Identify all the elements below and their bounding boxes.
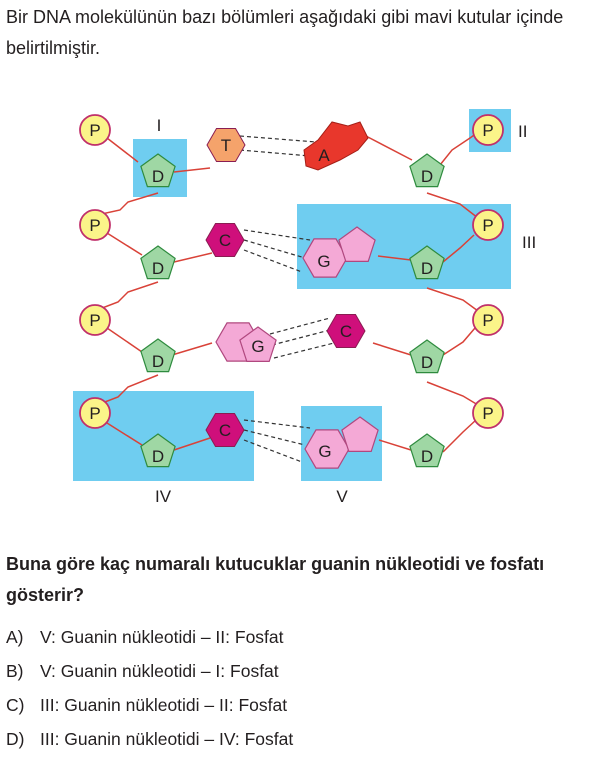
guanine-ring-6 (304, 429, 350, 469)
hydrogen-bonds (239, 135, 335, 463)
cytosine-hexagon-label: C (219, 231, 231, 250)
box-labels: I II III IV V (155, 116, 536, 506)
phosphate-circle (79, 209, 111, 241)
box-label-V: V (336, 487, 348, 506)
option-d[interactable]: D) III: Guanin nükleotidi – IV: Fosfat (6, 729, 293, 763)
phosphate-circle (472, 209, 504, 241)
deoxyribose-label: D (152, 352, 164, 371)
phosphate-label: P (89, 311, 100, 330)
option-text: V: Guanin nükleotidi – I: Fosfat (40, 661, 279, 681)
cytosine-hexagon-label: C (340, 322, 352, 341)
deoxyribose-label: D (152, 259, 164, 278)
guanine-label: G (251, 337, 264, 356)
adenine-label: A (318, 146, 330, 165)
option-key: A) (6, 627, 24, 647)
deoxyribose-pentagon (409, 153, 445, 188)
deoxyribose-pentagon (140, 433, 176, 468)
option-text: III: Guanin nükleotidi – IV: Fosfat (40, 729, 294, 749)
deoxyribose-label: D (152, 447, 164, 466)
option-b[interactable]: B) V: Guanin nükleotidi – I: Fosfat (6, 661, 293, 695)
option-text: III: Guanin nükleotidi – II: Fosfat (40, 695, 288, 715)
backbone-lines (96, 132, 479, 453)
phosphate-label: P (89, 216, 100, 235)
guanine-ring-5 (239, 326, 277, 362)
phosphate-label: P (482, 311, 493, 330)
phosphate-circle (472, 304, 504, 336)
box-label-II: II (518, 122, 527, 141)
guanine-ring-6 (302, 238, 348, 278)
deoxyribose-pentagon (409, 433, 445, 468)
option-c[interactable]: C) III: Guanin nükleotidi – II: Fosfat (6, 695, 293, 729)
deoxyribose-pentagon (140, 338, 176, 373)
option-text: V: Guanin nükleotidi – II: Fosfat (40, 627, 284, 647)
deoxyribose-pentagon (140, 245, 176, 280)
answer-options: A) V: Guanin nükleotidi – II: Fosfat B) V:… (6, 627, 293, 763)
cytosine-hexagon (205, 413, 245, 447)
deoxyribose-label: D (421, 167, 433, 186)
option-a[interactable]: A) V: Guanin nükleotidi – II: Fosfat (6, 627, 293, 661)
cytosine-hexagon (205, 223, 245, 257)
option-key: B) (6, 661, 24, 681)
phosphate-circle (79, 114, 111, 146)
option-key: C) (6, 695, 25, 715)
deoxyribose-pentagon (140, 153, 176, 188)
guanine-label: G (317, 252, 330, 271)
cytosine-hexagon (326, 314, 366, 348)
deoxyribose-label: D (152, 167, 164, 186)
option-key: D) (6, 729, 25, 749)
phosphate-circle (472, 397, 504, 429)
phosphate-circle (79, 304, 111, 336)
guanine-label: G (318, 442, 331, 461)
deoxyribose-label: D (421, 447, 433, 466)
phosphate-label: P (482, 216, 493, 235)
phosphate-label: P (89, 121, 100, 140)
box-label-III: III (522, 233, 536, 252)
deoxyribose-pentagon (409, 339, 445, 374)
question-text: Buna göre kaç numaralı kutucuklar guanin… (6, 554, 545, 605)
phosphate-label: P (482, 121, 493, 140)
guanine-ring-5 (338, 226, 376, 262)
thymine-hexagon (206, 128, 246, 162)
phosphate-label: P (482, 404, 493, 423)
molecule-shapes: P P P P P P P P D D D D D D D D T A C G G C C G (79, 114, 504, 469)
box-label-I: I (157, 116, 162, 135)
adenine-shape (303, 121, 369, 171)
phosphate-label: P (89, 404, 100, 423)
dna-diagram: P P P P P P P P D D D D D D D D T A C G G C C G I II III IV V (73, 109, 536, 506)
highlight-boxes (73, 109, 511, 481)
phosphate-circle (472, 114, 504, 146)
phosphate-circle (79, 397, 111, 429)
cytosine-hexagon-label: C (219, 421, 231, 440)
intro-text: Bir DNA molekülünün bazı bölümleri aşağı… (6, 7, 564, 58)
deoxyribose-pentagon (409, 245, 445, 280)
thymine-hexagon-label: T (221, 136, 231, 155)
guanine-ring-5 (341, 416, 379, 452)
box-label-IV: IV (155, 487, 172, 506)
deoxyribose-label: D (421, 353, 433, 372)
deoxyribose-label: D (421, 259, 433, 278)
